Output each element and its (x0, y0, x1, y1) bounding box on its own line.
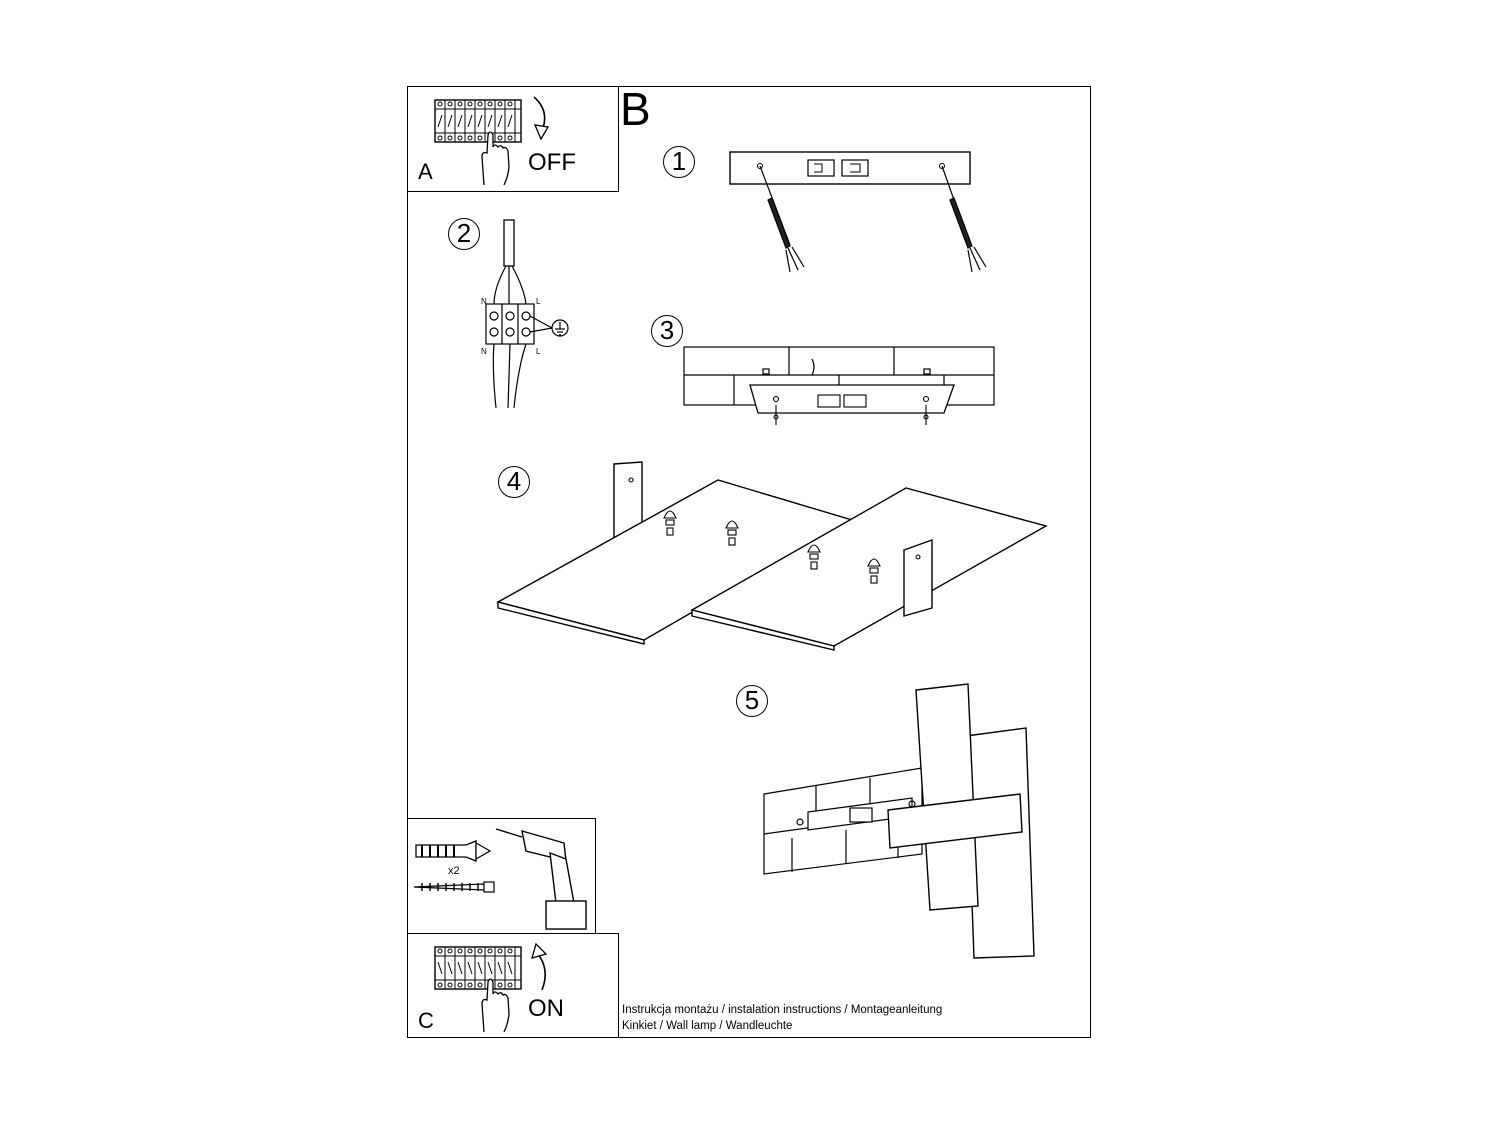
breaker-panel-icon (434, 946, 522, 990)
step-2-marker: 2 (448, 218, 480, 250)
panel-a-power-off: A OFF (407, 86, 619, 192)
final-mounted-lamp-diagram (763, 683, 1035, 959)
mounting-bracket-drilling-diagram (729, 151, 987, 273)
panel-tools: x2 (407, 818, 596, 934)
footer-product-name: Kinkiet / Wall lamp / Wandleuchte (622, 1020, 793, 1032)
step-5-marker: 5 (736, 685, 768, 717)
wire-l-bottom-label: L (536, 347, 541, 356)
panel-b-letter: B (620, 83, 651, 135)
on-label: ON (528, 995, 564, 1022)
hand-icon (481, 131, 510, 186)
screw-icon (413, 881, 495, 893)
wall-plug-icon (415, 840, 492, 862)
step-1-marker: 1 (663, 146, 695, 178)
wire-n-bottom-label: N (481, 347, 487, 356)
wiring-terminal-diagram: N L N L (481, 219, 569, 409)
breaker-panel-icon (434, 99, 522, 143)
wire-l-top-label: L (536, 297, 541, 306)
wire-n-top-label: N (481, 297, 487, 306)
panel-c-letter: C (418, 1008, 434, 1033)
bracket-on-wall-diagram (683, 346, 995, 425)
quantity-label: x2 (448, 865, 460, 877)
drill-icon (495, 828, 587, 930)
step-3-marker: 3 (651, 315, 683, 347)
step-4-marker: 4 (498, 466, 530, 498)
panel-c-power-on: C ON (407, 933, 619, 1038)
instruction-sheet-frame (407, 86, 1091, 1038)
hand-icon (481, 978, 510, 1033)
lamp-panels-assembly-diagram (496, 461, 1048, 651)
footer-instructions-title: Instrukcja montażu / instalation instruc… (622, 1004, 943, 1016)
arrow-down-icon (533, 96, 550, 141)
off-label: OFF (528, 149, 576, 176)
arrow-up-icon (531, 942, 548, 991)
panel-a-letter: A (418, 159, 433, 184)
